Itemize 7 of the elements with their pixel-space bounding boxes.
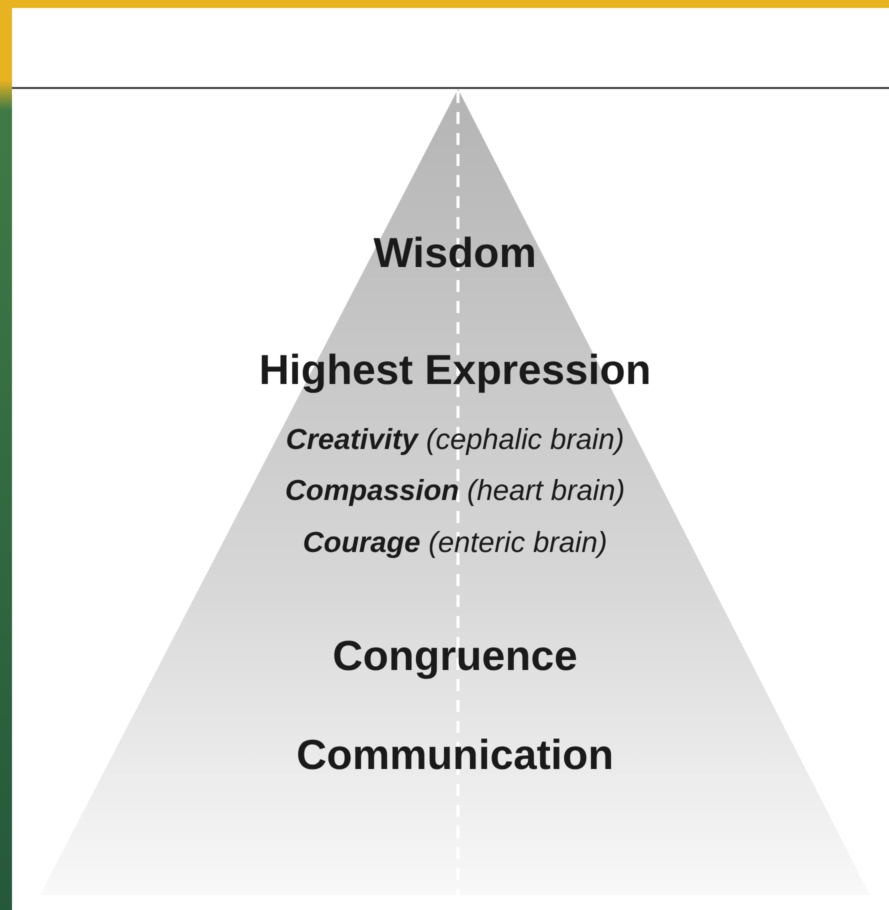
pyramid-sublabel: Compassion (heart brain) [284,476,626,508]
pyramid-sublabel: Courage (enteric brain) [302,528,608,560]
pyramid-level-label: Highest Expression [258,347,652,394]
pyramid-level-label: Communication [295,732,615,778]
pyramid-sublabel: Creativity (cephalic brain) [284,425,626,457]
pyramid-level-label: Wisdom [372,230,538,276]
pyramid-level-label: Congruence [331,633,579,680]
